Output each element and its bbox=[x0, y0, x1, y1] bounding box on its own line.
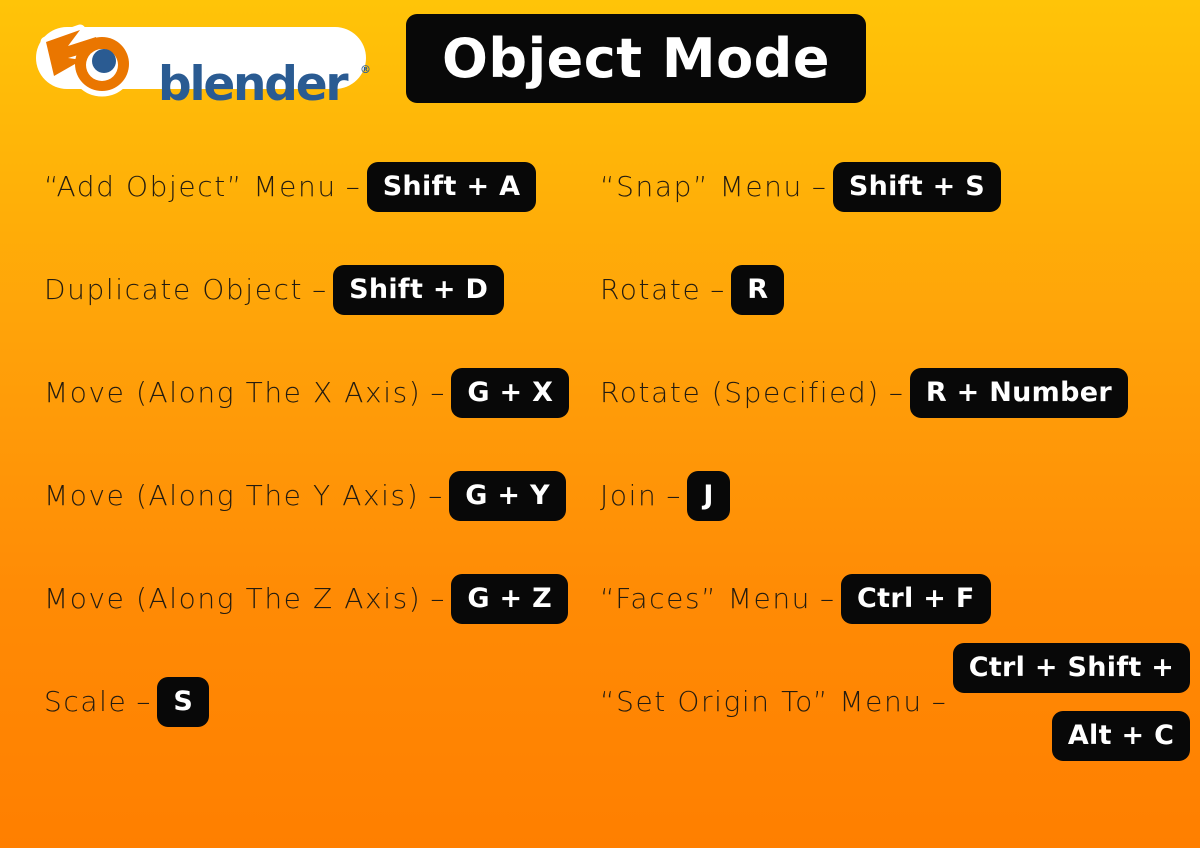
separator-dash: – bbox=[345, 170, 360, 203]
key-badge: Ctrl + F bbox=[841, 574, 991, 624]
shortcut-row-duplicate-object: Duplicate Object – Shift + D bbox=[44, 257, 584, 323]
shortcut-label: Duplicate Object bbox=[44, 273, 304, 306]
shortcut-row-scale: Scale – S bbox=[44, 669, 584, 735]
shortcut-label: Scale bbox=[44, 685, 128, 718]
separator-dash: – bbox=[811, 170, 826, 203]
shortcut-row-move-y: Move (Along The Y Axis) – G + Y bbox=[44, 463, 584, 529]
blender-logo-icon bbox=[38, 16, 146, 100]
shortcut-label: “Add Object” Menu bbox=[44, 170, 337, 203]
shortcut-label: Rotate (Specified) bbox=[600, 376, 880, 409]
key-badge: S bbox=[157, 677, 210, 727]
shortcut-label: Move (Along The X Axis) bbox=[44, 376, 422, 409]
separator-dash: – bbox=[888, 376, 903, 409]
shortcut-row-rotate: Rotate – R bbox=[600, 257, 1178, 323]
page-title-badge: Object Mode bbox=[406, 14, 866, 103]
separator-dash: – bbox=[931, 685, 946, 718]
shortcut-row-add-object: “Add Object” Menu – Shift + A bbox=[44, 154, 584, 220]
key-badge: R bbox=[731, 265, 785, 315]
shortcut-label: “Snap” Menu bbox=[600, 170, 803, 203]
key-badge: Shift + D bbox=[333, 265, 505, 315]
separator-dash: – bbox=[666, 479, 681, 512]
shortcut-row-move-x: Move (Along The X Axis) – G + X bbox=[44, 360, 584, 426]
shortcut-label: Move (Along The Z Axis) bbox=[44, 582, 422, 615]
separator-dash: – bbox=[312, 273, 327, 306]
header: blender ® Object Mode bbox=[0, 0, 1200, 120]
shortcut-column-right: “Snap” Menu – Shift + S Rotate – R Rotat… bbox=[600, 120, 1191, 848]
shortcut-label: “Set Origin To” Menu bbox=[600, 685, 923, 718]
key-badge: Ctrl + Shift + bbox=[952, 643, 1191, 693]
separator-dash: – bbox=[820, 582, 835, 615]
shortcut-columns: “Add Object” Menu – Shift + A Duplicate … bbox=[0, 120, 1200, 848]
key-badge: J bbox=[687, 471, 730, 521]
shortcut-label: “Faces” Menu bbox=[600, 582, 812, 615]
key-badge: Shift + S bbox=[832, 162, 1001, 212]
shortcut-row-snap-menu: “Snap” Menu – Shift + S bbox=[600, 154, 1178, 220]
separator-dash: – bbox=[430, 582, 445, 615]
separator-dash: – bbox=[430, 376, 445, 409]
key-badge: Shift + A bbox=[366, 162, 537, 212]
shortcut-label: Join bbox=[600, 479, 658, 512]
separator-dash: – bbox=[136, 685, 151, 718]
key-badge: R + Number bbox=[909, 368, 1128, 418]
separator-dash: – bbox=[710, 273, 725, 306]
shortcut-label: Move (Along The Y Axis) bbox=[44, 479, 420, 512]
key-badge: G + Y bbox=[449, 471, 566, 521]
shortcut-row-rotate-specified: Rotate (Specified) – R + Number bbox=[600, 360, 1178, 426]
key-badge-group: Ctrl + Shift + Alt + C bbox=[952, 643, 1191, 761]
shortcut-column-left: “Add Object” Menu – Shift + A Duplicate … bbox=[44, 120, 584, 848]
page-title: Object Mode bbox=[442, 26, 830, 90]
key-badge-continuation: Alt + C bbox=[1051, 711, 1191, 761]
shortcut-row-move-z: Move (Along The Z Axis) – G + Z bbox=[44, 566, 584, 632]
blender-wordmark: blender bbox=[158, 57, 349, 112]
shortcut-row-join: Join – J bbox=[600, 463, 1178, 529]
shortcut-row-faces-menu: “Faces” Menu – Ctrl + F bbox=[600, 566, 1178, 632]
registered-trademark-icon: ® bbox=[360, 63, 371, 76]
separator-dash: – bbox=[428, 479, 443, 512]
key-badge: G + X bbox=[451, 368, 570, 418]
key-badge: G + Z bbox=[451, 574, 568, 624]
shortcut-label: Rotate bbox=[600, 273, 702, 306]
shortcut-row-set-origin-to: “Set Origin To” Menu – Ctrl + Shift + Al… bbox=[600, 643, 1191, 761]
